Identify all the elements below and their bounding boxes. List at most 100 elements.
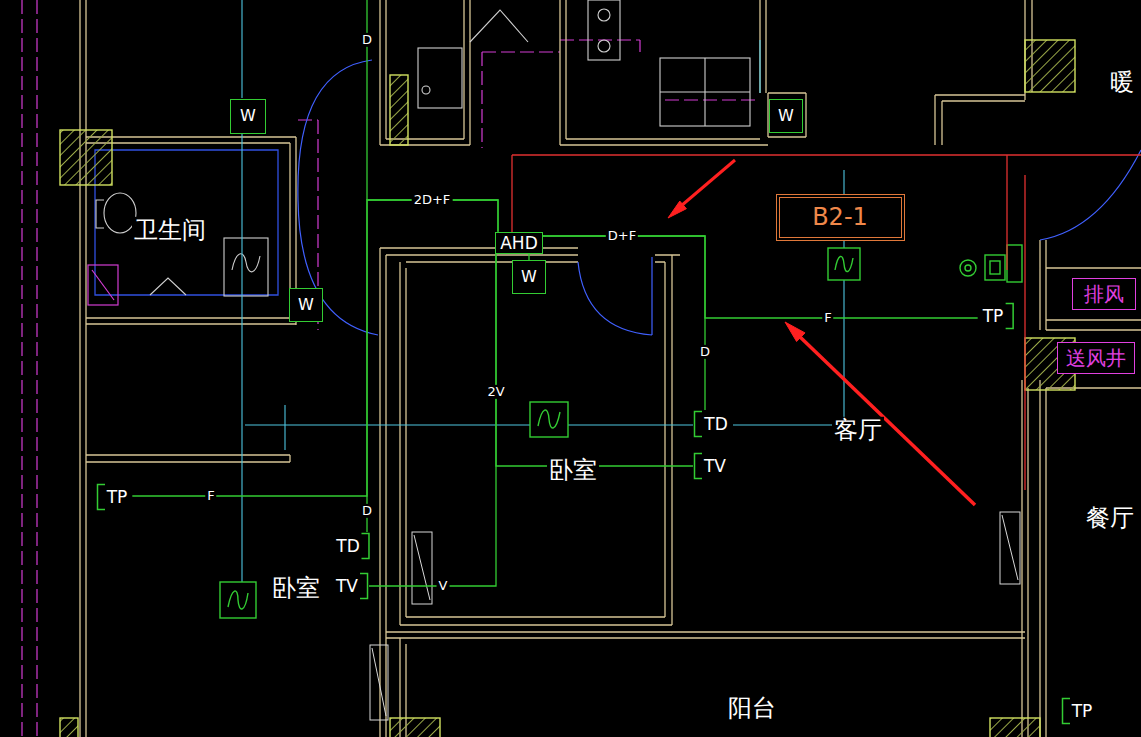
node-text: W — [298, 296, 314, 314]
wall-line — [400, 255, 672, 625]
room-name: 卧室 — [270, 575, 322, 601]
fixture — [150, 278, 186, 295]
node-text: W — [778, 107, 794, 125]
outlet-box: W — [289, 288, 323, 322]
bracket-outline — [695, 412, 703, 437]
node-text: AHD — [500, 234, 538, 253]
window-symbol — [370, 512, 1020, 720]
socket-symbol — [1007, 245, 1022, 282]
hatched-column — [390, 718, 440, 737]
outlet-box: W — [230, 99, 266, 134]
window-symbol — [412, 532, 432, 604]
terminal-bracket: TP — [96, 483, 133, 511]
fixture — [96, 200, 104, 228]
magenta-dashed-line — [482, 52, 560, 148]
magenta-dashed-line — [665, 99, 760, 100]
fixture — [224, 238, 268, 296]
red-line — [512, 155, 1141, 490]
shaft-tag: 排风 — [1072, 278, 1136, 310]
wall-line — [380, 248, 406, 737]
node-text: 送风井 — [1066, 347, 1126, 369]
socket-symbol — [985, 255, 1005, 280]
socket-symbol — [530, 402, 568, 437]
node-text: TV — [336, 577, 358, 596]
wire-code: F — [205, 489, 216, 503]
wire-connector — [496, 254, 693, 466]
socket-symbol — [960, 260, 976, 276]
fixture — [422, 86, 430, 94]
wire-code: D+F — [606, 229, 638, 243]
wire-connector — [367, 200, 498, 532]
fixture — [418, 48, 462, 108]
hatched-column — [60, 130, 112, 185]
window-symbol — [1002, 515, 1018, 580]
red-line — [512, 155, 1141, 490]
wall-line — [86, 455, 290, 462]
bracket-outline — [97, 485, 105, 510]
window-symbol — [372, 648, 386, 716]
red-annotation-arrow — [798, 335, 975, 505]
socket-symbol — [538, 410, 560, 428]
wire-code: D — [360, 504, 374, 518]
room-name: 阳台 — [726, 695, 778, 721]
wall-line — [380, 0, 470, 145]
magenta-dashed-line — [560, 40, 640, 52]
bracket-outline — [1062, 699, 1070, 724]
terminal-bracket: TD — [331, 532, 370, 560]
red-annotation-arrow — [668, 201, 686, 218]
fixture — [598, 9, 610, 21]
socket-symbol — [965, 265, 971, 271]
wire-code: F — [822, 311, 833, 325]
red-annotation-arrow — [668, 160, 975, 505]
magenta-dashed-line — [22, 0, 760, 737]
node-text: TD — [704, 415, 727, 434]
wire-line — [366, 0, 367, 200]
magenta-dashed-line — [22, 0, 37, 737]
node-text: B2-1 — [812, 204, 868, 230]
fixture — [660, 58, 750, 126]
window-symbol — [370, 645, 388, 720]
magenta-fixture — [88, 265, 118, 305]
outlet-box: W — [512, 260, 546, 294]
wire-connector — [543, 236, 978, 318]
terminal-bracket: TV — [693, 452, 731, 480]
room-name: 卫生间 — [132, 217, 208, 243]
cyan-line — [241, 0, 242, 582]
magenta-fixture — [92, 270, 114, 300]
socket-symbol — [228, 591, 248, 609]
room-name: 暖 — [1108, 69, 1136, 95]
node-text: W — [240, 107, 256, 125]
bracket-outline — [694, 454, 702, 479]
shaft-tag: 送风井 — [1057, 342, 1135, 374]
wire-connector — [543, 236, 705, 410]
fixture — [96, 0, 750, 296]
bathroom-outline — [95, 150, 278, 295]
wire-code: 2D+F — [412, 193, 453, 207]
node-text: TP — [983, 307, 1004, 326]
wall-line — [86, 137, 296, 325]
socket-symbol — [990, 261, 1000, 274]
hatched-column — [60, 40, 1075, 737]
distribution-box: AHD — [495, 232, 543, 255]
wall-line — [386, 632, 1025, 737]
node-text: TV — [704, 457, 726, 476]
fixture — [588, 0, 620, 60]
wire-connector — [132, 200, 498, 496]
node-text: W — [521, 268, 537, 286]
cyan-line — [284, 405, 285, 450]
socket-symbol — [220, 582, 256, 618]
wire-code: D — [698, 345, 712, 359]
window-symbol — [414, 535, 430, 600]
wire-code: V — [437, 579, 450, 593]
room-name: 餐厅 — [1084, 505, 1136, 531]
unit-tag: B2-1 — [776, 194, 905, 241]
socket-symbol — [530, 402, 568, 437]
hatched-column — [60, 718, 78, 737]
hatched-column — [390, 75, 408, 145]
wall-line — [80, 0, 1141, 737]
wire-code: 2V — [485, 385, 506, 399]
wall-line — [560, 0, 768, 145]
terminal-bracket: TP — [978, 302, 1015, 330]
